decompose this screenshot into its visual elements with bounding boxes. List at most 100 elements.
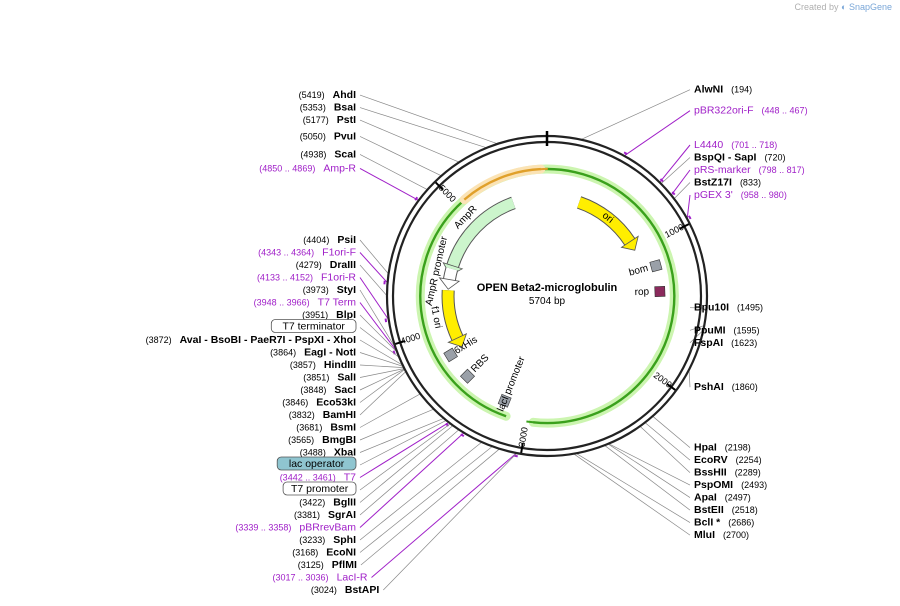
enzyme-label-bpu10i[interactable]: Bpu10I(1495) [694,302,763,314]
feature-box-lac-operator[interactable] [276,456,357,471]
leader-line [359,369,406,403]
leader-line [359,423,451,491]
primer-label-t7-term[interactable]: (3948 .. 3966)T7 Term [254,297,357,309]
leader-line [359,352,404,367]
enzyme-label-draiii[interactable]: (4279)DraIII [296,259,356,271]
enzyme-label-psii[interactable]: (4404)PsiI [303,234,356,246]
enzyme-label-bspqi-sapi[interactable]: BspQI - SapI(720) [694,152,785,164]
enzyme-label-sphi[interactable]: (3233)SphI [299,534,356,546]
primer-label-l4440[interactable]: L4440(701 .. 718) [694,139,777,151]
leader-line [359,419,447,466]
enzyme-label-fspai[interactable]: FspAI(1623) [694,337,757,349]
enzyme-label-scai[interactable]: (4938)ScaI [300,148,356,160]
primer-position: (448 .. 467) [762,106,808,116]
enzyme-position: (3681) [296,423,322,433]
enzyme-label-pvui[interactable]: (5050)PvuI [300,130,356,142]
feature-rbs-marker[interactable] [460,368,475,384]
plasmid-length: 5704 bp [529,296,566,307]
feature-f1-ori[interactable] [442,289,463,341]
enzyme-label-eco53ki[interactable]: (3846)Eco53kI [282,397,356,409]
feature-laci-promoter-marker[interactable] [497,393,512,408]
enzyme-label-psti[interactable]: (5177)PstI [303,114,356,126]
enzyme-label-mlui[interactable]: MluI(2700) [694,529,749,541]
enzyme-label-bsai[interactable]: (5353)BsaI [300,102,356,114]
enzyme-label-bsteii[interactable]: BstEII(2518) [694,504,758,516]
primer-label-t7[interactable]: (3442 .. 3461)T7 [280,472,356,484]
primer-position: (4133 .. 4152) [257,273,313,283]
enzyme-label-bsmi[interactable]: (3681) BsmI [296,422,356,434]
enzyme-label-eagi-noti[interactable]: (3864)EagI - NotI [270,347,356,359]
enzyme-label-styi[interactable]: (3973)StyI [303,284,356,296]
primer-name: F1ori-R [321,272,356,284]
enzyme-label-pspomi[interactable]: PspOMI(2493) [694,479,767,491]
leader-line [608,443,691,486]
primer-label-f1ori-f[interactable]: (4343 .. 4364)F1ori-F [258,247,356,259]
enzyme-label-ahdi[interactable]: (5419)AhdI [299,89,356,101]
enzyme-label-bamhi[interactable]: (3832)BamHI [289,409,356,421]
feature-label-bom: bom [628,263,650,279]
leader-line [359,119,460,163]
primer-label-laci-r[interactable]: (3017 .. 3036)LacI-R [273,572,368,584]
enzyme-label-bstz17i[interactable]: BstZ17I(833) [694,177,761,189]
leader-line [686,194,691,219]
enzyme-position: (4404) [303,235,329,245]
enzyme-label-hindiii[interactable]: (3857)HindIII [290,359,356,371]
primer-label-f1ori-r[interactable]: (4133 .. 4152) F1ori-R [257,272,356,284]
enzyme-label-apai[interactable]: ApaI(2497) [694,492,751,504]
enzyme-position: (1860) [732,382,758,392]
leader-line [359,432,465,528]
primer-label-pbrrevbam[interactable]: (3339 .. 3358)pBRrevBam [235,522,356,534]
primer-mark [460,433,465,438]
primer-label-amp-r[interactable]: (4850 .. 4869)Amp-R [259,162,356,174]
enzyme-label-ecorv[interactable]: EcoRV(2254) [694,454,762,466]
enzyme-label-bmgbi[interactable]: (3565)BmgBI [288,434,356,446]
feature-bom-marker[interactable] [649,259,663,273]
enzyme-label-ppumi[interactable]: PpuMI(1595) [694,324,760,336]
leader-line [359,314,398,353]
enzyme-label-saci[interactable]: (3848)SacI [300,384,356,396]
enzyme-label-bglii[interactable]: (3422)BglII [299,497,356,509]
leader-line [573,453,691,536]
enzyme-label-bcli[interactable]: BclI *(2686) [694,517,754,529]
enzyme-label-sgrai[interactable]: (3381)SgrAI [294,509,356,521]
feature-ori[interactable] [577,197,635,245]
feature-box-t7-promoter[interactable] [282,481,357,496]
feature-rop-marker[interactable] [654,286,666,298]
enzyme-position: (3864) [270,348,296,358]
primer-name: pBRrevBam [299,522,356,534]
primer-label-pbr322ori-f[interactable]: pBR322ori-F (448 .. 467) [694,105,808,117]
enzyme-label-xbai[interactable]: (3488)XbaI [300,447,356,459]
primer-position: (3442 .. 3461) [280,473,336,483]
enzyme-label-bstapi[interactable]: (3024)BstAPI [311,584,380,596]
primer-name: pBR322ori-F [694,105,754,117]
primer-position: (3017 .. 3036) [273,573,329,583]
tick-label: 4000 [399,331,421,347]
enzyme-label-blpi[interactable]: (3951)BlpI [302,309,356,321]
leader-line [652,415,691,448]
enzyme-label-hpai[interactable]: HpaI(2198) [694,442,751,454]
leader-line [359,441,483,541]
enzyme-label-alwni[interactable]: AlwNI(194) [694,84,752,96]
enzyme-label-pflmi[interactable]: (3125)PflMI [298,559,357,571]
leader-line [670,169,691,196]
enzyme-name: AvaI - BsoBI - PaeR7I - PspXI - XhoI [180,334,356,346]
enzyme-label-sali[interactable]: (3851)SalI [303,372,356,384]
enzyme-position: (3832) [289,410,315,420]
enzyme-name: BsmI [330,422,356,434]
primer-label-pgex-3[interactable]: pGEX 3'(958 .. 980) [694,189,787,201]
enzyme-name: ApaI [694,492,717,504]
leader-line [359,327,400,358]
enzyme-label-avai-bsobi-paer7i-pspxi-xhoi[interactable]: (3872)AvaI - BsoBI - PaeR7I - PspXI - Xh… [146,334,356,346]
feature-ampr[interactable] [447,197,516,268]
enzyme-label-bsshii[interactable]: BssHII(2289) [694,467,761,479]
enzyme-name: BmgBI [322,434,356,446]
enzyme-label-econi[interactable]: (3168)EcoNI [292,547,356,559]
feature-box-t7-terminator[interactable] [270,319,357,333]
feature-6xhis-marker[interactable] [443,347,458,363]
feature-ampr-promoter[interactable] [443,267,458,281]
enzyme-label-pshai[interactable]: PshAI(1860) [694,381,758,393]
primer-label-prs-marker[interactable]: pRS-marker(798 .. 817) [694,164,805,176]
leader-line [359,252,388,284]
leader-line [359,167,419,201]
enzyme-name: SacI [334,384,356,396]
